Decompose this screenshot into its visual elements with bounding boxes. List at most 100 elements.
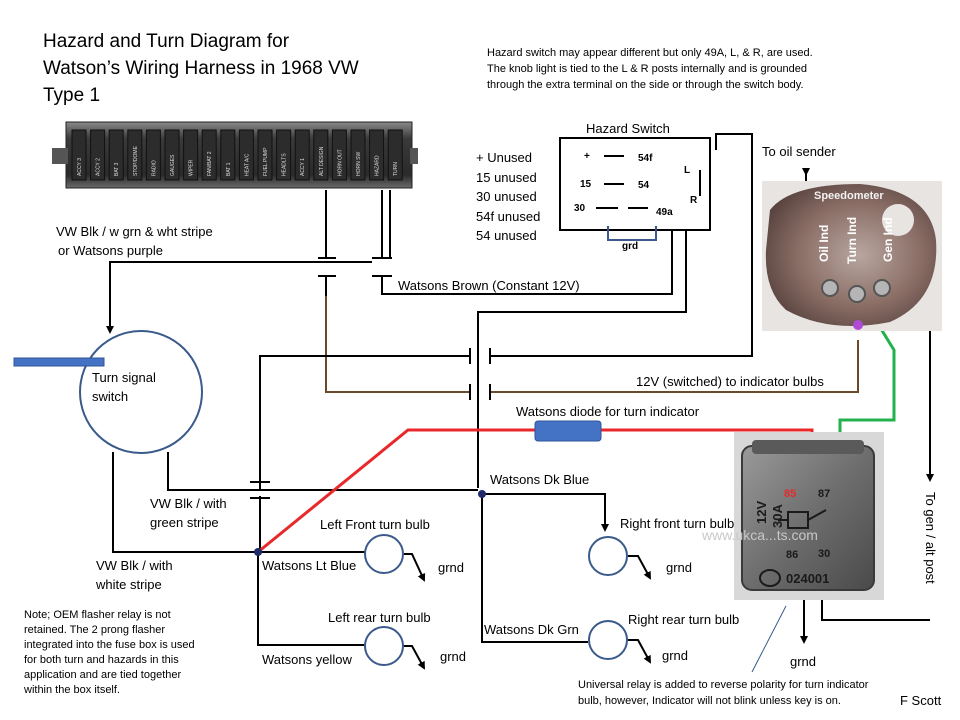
- relay-post-86: 86: [786, 549, 798, 561]
- note-line: retained. The 2 prong flasher: [24, 624, 166, 636]
- unused-54: 54 unused: [476, 228, 537, 243]
- label-watsons-brown: Watsons Brown (Constant 12V): [398, 278, 580, 293]
- fuse-label: FUEL PUMP: [263, 147, 269, 176]
- fuse-slot: [387, 129, 403, 181]
- label-turn-signal-2: switch: [92, 389, 129, 404]
- label-to-oil-sender: To oil sender: [762, 144, 836, 159]
- label-vw-blk-grn-wht: VW Blk / w grn & wht stripe: [56, 224, 213, 239]
- left-front-bulb: [364, 534, 404, 574]
- post-30: 30: [574, 203, 586, 214]
- fuse-label: BAT 3: [114, 162, 120, 176]
- label-vw-blk-green-2: green stripe: [150, 515, 219, 530]
- note-line: application and are tied together: [24, 669, 182, 681]
- label-turn-signal-1: Turn signal: [92, 370, 156, 385]
- note-line: within the box itself.: [24, 684, 120, 696]
- title-line-1: Hazard and Turn Diagram for: [43, 31, 290, 52]
- fuse-label: BAT 1: [226, 162, 232, 176]
- fuse-label: FAN/BAT 2: [207, 151, 213, 176]
- title-line-2: Watson’s Wiring Harness in 1968 VW: [43, 58, 359, 79]
- label-vw-blk-white-1: VW Blk / with: [96, 558, 173, 573]
- label-switched-12v: 12V (switched) to indicator bulbs: [636, 374, 824, 389]
- junction-lt-blue: [254, 548, 262, 556]
- label-vw-blk-white-2: white stripe: [96, 577, 162, 592]
- gen-ind-label: Gen Ind: [881, 217, 895, 262]
- fuse-label: WIPER: [189, 159, 195, 176]
- label-grnd-relay: grnd: [790, 654, 817, 669]
- label-dk-blue: Watsons Dk Blue: [490, 472, 590, 487]
- relay-watermark: www.ukca...ts.com: [701, 527, 818, 543]
- fuse-label: ALT DESIGN: [319, 146, 325, 176]
- relay-post-85: 85: [784, 488, 796, 500]
- fuse-label: RADIO: [151, 160, 157, 176]
- fuse-slot: [350, 129, 366, 181]
- label-grnd-left-rear: grnd: [440, 649, 467, 664]
- label-grnd-right-front: grnd: [666, 560, 693, 575]
- fuse-slot: [127, 129, 143, 181]
- relay-photo: 85 87 86 30 12V 30A 024001 www.ukca...ts…: [701, 432, 884, 600]
- bottom-note-line-2: bulb, however, Indicator will not blink …: [578, 695, 841, 707]
- fuse-slot: [294, 129, 310, 181]
- fuse-label: HORN SW: [356, 152, 362, 176]
- turn-ind-label: Turn Ind: [845, 217, 859, 264]
- fuse-slot: [257, 129, 273, 181]
- relay-post-87: 87: [818, 488, 830, 500]
- turn-signal-switch: [13, 330, 203, 454]
- label-watsons-purple: or Watsons purple: [58, 243, 164, 258]
- fuse-label: ACCY 2: [96, 158, 102, 176]
- fuse-slot: [313, 129, 329, 181]
- post-R: R: [690, 195, 698, 206]
- post-plus: +: [584, 151, 590, 162]
- fuse-slot: [145, 129, 161, 181]
- fuse-slot: [164, 129, 180, 181]
- relay-rating-12v: 12V: [754, 501, 769, 524]
- fuse-slot: [108, 129, 124, 181]
- label-right-rear: Right rear turn bulb: [628, 612, 740, 627]
- label-right-front: Right front turn bulb: [620, 516, 735, 531]
- relay-post-30: 30: [818, 548, 830, 560]
- fuse-label: HEADLTS: [282, 153, 288, 176]
- label-left-front: Left Front turn bulb: [320, 517, 430, 532]
- fuse-slot: [201, 129, 217, 181]
- top-note-line-3: through the extra terminal on the side o…: [487, 79, 804, 91]
- label-author: F Scott: [900, 693, 942, 708]
- fuse-slot: [71, 129, 87, 181]
- unused-15: 15 unused: [476, 169, 537, 185]
- fuse-label: HORN OUT: [337, 149, 343, 176]
- bottom-note-line-1: Universal relay is added to reverse pola…: [578, 679, 869, 691]
- fuse-label: ACCY 3: [77, 158, 83, 176]
- hazard-unused-list: + Unused 15 unused 30 unused 54f unused …: [476, 148, 540, 246]
- annotation-pointer: [751, 605, 787, 673]
- fuse-label: STOP/DOME: [133, 145, 139, 176]
- label-grnd-right-rear: grnd: [662, 648, 689, 663]
- black-wires: [106, 133, 934, 670]
- label-grnd-left-front: grnd: [438, 560, 465, 575]
- fuse-slot: [369, 129, 385, 181]
- brown-wires: [325, 296, 859, 393]
- note-line: integrated into the fuse box is used: [24, 639, 195, 651]
- right-rear-bulb: [588, 620, 628, 660]
- left-rear-bulb: [364, 626, 404, 666]
- relay-part-number: 024001: [786, 571, 829, 586]
- post-49a: 49a: [656, 207, 673, 218]
- post-grd: grd: [622, 241, 638, 252]
- label-diode: Watsons diode for turn indicator: [516, 404, 700, 419]
- top-note-line-1: Hazard switch may appear different but o…: [487, 47, 813, 59]
- fuse-slot: [276, 129, 292, 181]
- label-to-gen: To gen / alt post: [923, 492, 938, 584]
- fuse-slot: [90, 129, 106, 181]
- relay-rating-30a: 30A: [770, 504, 785, 528]
- unused-plus: + Unused: [476, 150, 533, 165]
- fuse-label: ACCY 1: [300, 158, 306, 176]
- label-lt-blue: Watsons Lt Blue: [262, 558, 357, 573]
- bottom-left-note: Note; OEM flasher relay is not retained.…: [24, 608, 195, 698]
- diode: [534, 420, 602, 442]
- fuse-slot: [183, 129, 199, 181]
- junction-dk-blue: [478, 490, 486, 498]
- note-line: Note; OEM flasher relay is not: [24, 609, 171, 621]
- fuse-label: HEAT A/C: [244, 153, 250, 176]
- top-note-line-2: The knob light is tied to the L & R post…: [487, 63, 808, 75]
- label-yellow: Watsons yellow: [262, 652, 352, 667]
- speedometer-photo: Speedometer Oil Ind Turn Ind Gen Ind: [762, 181, 942, 331]
- fuse-slot: [331, 129, 347, 181]
